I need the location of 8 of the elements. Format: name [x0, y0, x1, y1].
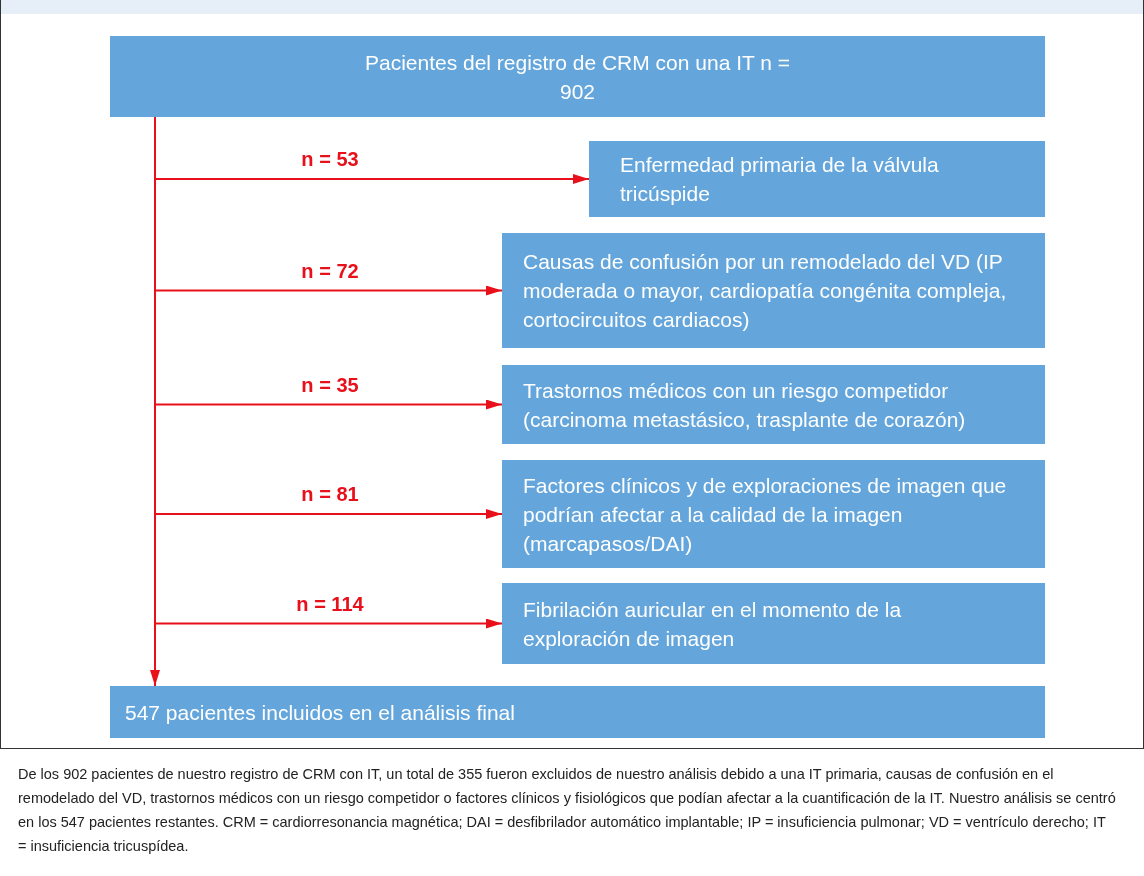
process-box: Factores clínicos y de exploraciones de imagen que podrían afectar a la calidad de la imagen (marcapasos/DAI): [502, 460, 1045, 568]
process-box: Causas de confusión por un remodelado del VD (IP moderada o mayor, cardiopatía congénita compleja, cortocircuitos cardiacos): [502, 233, 1045, 348]
caption: De los 902 pacientes de nuestro registro de CRM con IT, un total de 355 fueron excluidos de nuestro análisis debido a una IT primaria, causas de confusión en el remodelado del VD, trastornos médicos con un riesgo competidor o factores clínicos y fisiológicos que podían afectar a la cuantificación de la IT. Nuestro análisis se centró en los 547 pacientes restantes. CRM = cardiorresonancia magnética; DAI = desfibrilador automático implantable; IP = insuficiencia pulmonar; VD = ventrículo derecho; IT = insuficiencia tricuspídea.: [18, 765, 1117, 856]
process-box: Fibrilación auricular en el momento de la exploración de imagen: [502, 583, 1045, 664]
process-box: Pacientes del registro de CRM con una IT n = 902: [110, 36, 1045, 117]
process-box: Enfermedad primaria de la válvula tricúspide: [589, 141, 1045, 217]
process-box: Trastornos médicos con un riesgo competidor (carcinoma metastásico, trasplante de corazón): [502, 365, 1045, 444]
process-box: 547 pacientes incluidos en el análisis final: [110, 686, 1045, 738]
